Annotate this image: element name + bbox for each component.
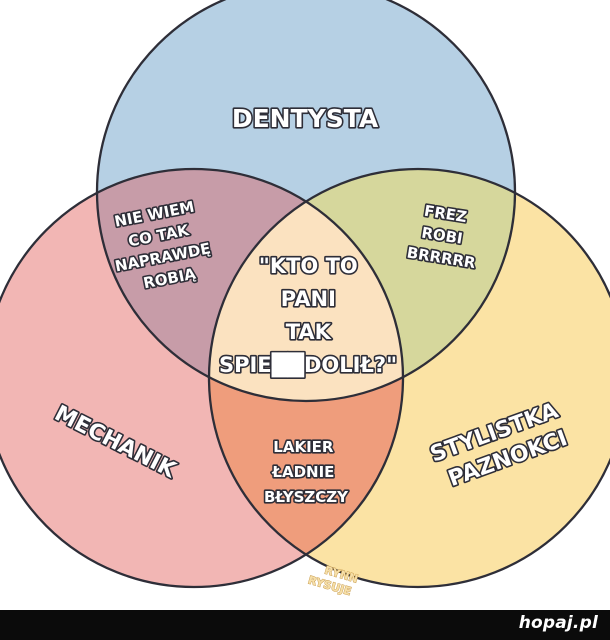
overlap-all <box>209 169 403 401</box>
venn-outlines <box>0 0 610 589</box>
label-center: "KTO TO PANI TAK SPIE██DOLIŁ?" <box>219 254 397 378</box>
footer-bar: hopaj.pl <box>0 610 610 640</box>
artist-signature: RYNN RYSUJE <box>307 560 364 600</box>
label-dentysta-line: DENTYSTA <box>232 104 379 133</box>
label-center-line-4: SPIE██DOLIŁ?" <box>219 352 397 378</box>
outline-stylistka <box>207 167 610 589</box>
label-mechanik-stylistka: LAKIER ŁADNIE BŁYSZCZY <box>264 438 349 506</box>
site-logo[interactable]: hopaj.pl <box>518 613 598 633</box>
label-center-line-3: TAK <box>286 320 332 344</box>
venn-diagram: DENTYSTA MECHANIK STYLISTKA PAZNOKCI NIE… <box>0 0 610 600</box>
label-center-line-2: PANI <box>281 287 336 311</box>
venn-fills <box>0 0 610 587</box>
label-ms-line-3: BŁYSZCZY <box>264 488 349 506</box>
outline-mechanik <box>0 167 405 589</box>
label-ms-line-2: ŁADNIE <box>271 463 334 481</box>
label-center-line-1: "KTO TO <box>259 254 358 278</box>
label-dentysta: DENTYSTA <box>232 104 379 133</box>
label-ms-line-1: LAKIER <box>273 438 334 456</box>
